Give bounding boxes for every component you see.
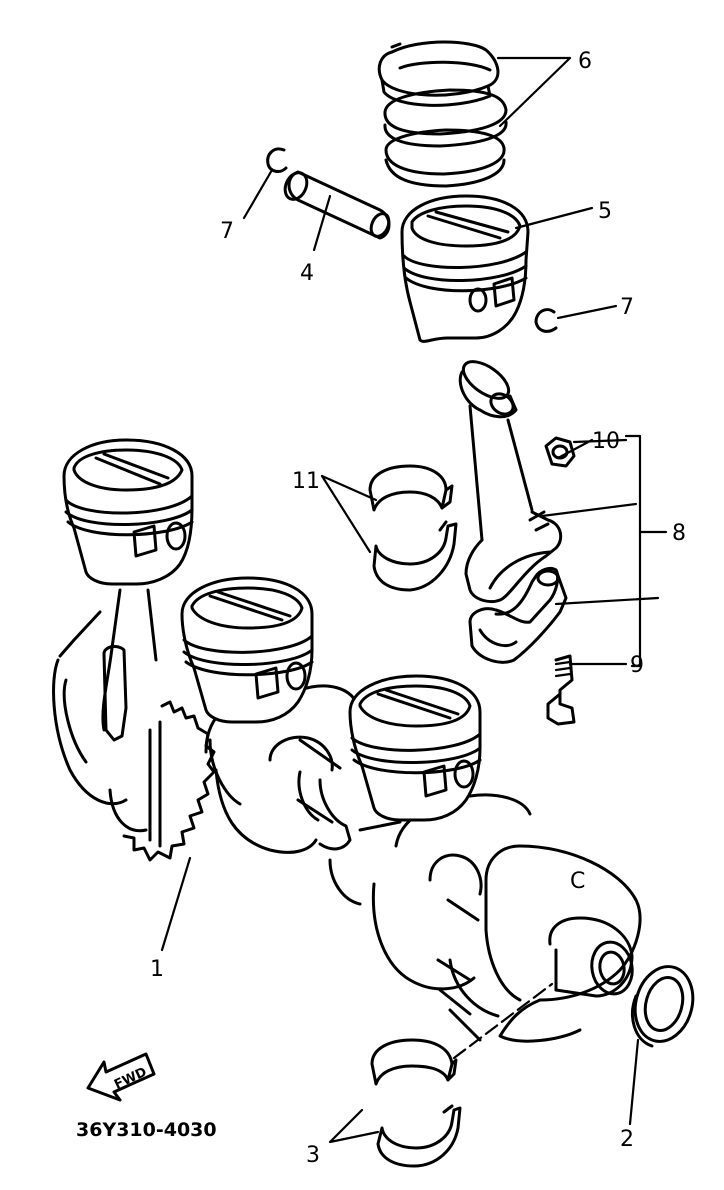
callout-1: 1 [150,957,164,982]
piston-middle [180,576,314,724]
piston-pin-clip-lower [534,308,558,333]
callout-11: 11 [292,469,320,494]
crankshaft-assembly [52,588,642,1043]
connecting-rod [458,360,563,604]
diagram-code: 36Y310-4030 [76,1119,217,1141]
big-end-bearing-upper [368,464,454,512]
fwd-arrow: FWD [86,1052,156,1102]
loose-piston [400,194,530,343]
callout-7-upper: 7 [220,219,234,244]
callout-6: 6 [578,49,592,74]
big-end-bearing-lower [372,520,458,592]
leader-lines [160,56,668,1144]
piston-left [62,438,194,586]
connecting-rod-cap [468,566,568,664]
callout-9: 9 [630,653,644,678]
callout-7-lower: 7 [620,295,634,320]
callout-4: 4 [300,261,314,286]
oil-seal [631,965,695,1048]
main-bearing [370,1038,462,1168]
connecting-rod-bolt [546,654,576,726]
callout-5: 5 [598,199,612,224]
piston-pin [283,170,391,240]
crank-mark-c: C [570,869,585,894]
callout-3: 3 [306,1143,320,1168]
piston-right [348,674,482,822]
callout-2: 2 [620,1127,634,1152]
piston-pin-clip-upper [266,147,288,173]
callout-10: 10 [592,429,620,454]
piston-rings [377,40,508,188]
callout-8: 8 [672,521,686,546]
